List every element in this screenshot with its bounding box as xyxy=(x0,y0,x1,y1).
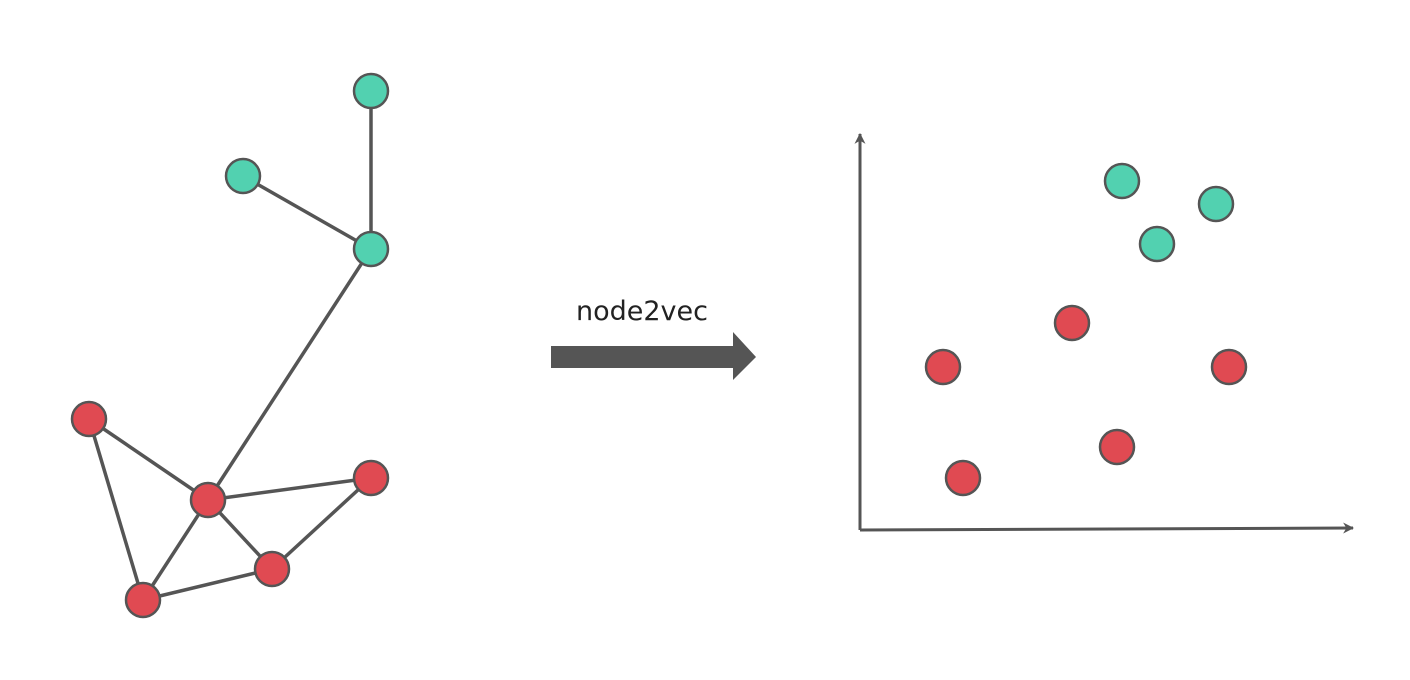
right-arrow-icon xyxy=(551,332,756,380)
embedding-point-b4 xyxy=(1098,428,1136,466)
embedding-point-b5 xyxy=(944,459,982,497)
graph-edge-b1-b2 xyxy=(88,417,209,502)
embedding-points xyxy=(924,162,1248,497)
graph-node-a3 xyxy=(352,230,390,268)
embedding-point-b3 xyxy=(1210,348,1248,386)
graph-edge-a3-b2 xyxy=(206,248,373,501)
embedding-point-a1 xyxy=(1103,162,1141,200)
graph-node-a2 xyxy=(224,157,262,195)
embedding-plot xyxy=(854,132,1355,534)
graph-nodes xyxy=(70,72,390,619)
embedding-point-a3 xyxy=(1138,225,1176,263)
graph-edge-a2-a3 xyxy=(242,174,372,251)
graph-edges xyxy=(87,91,373,602)
graph-edge-b2-b5 xyxy=(141,499,210,601)
transform-arrow: node2vec xyxy=(551,296,756,380)
graph-node-b5 xyxy=(124,581,162,619)
graph-edge-b2-b3 xyxy=(207,476,372,502)
embedding-point-b1 xyxy=(1053,304,1091,342)
graph-node-b4 xyxy=(253,550,291,588)
arrow-label: node2vec xyxy=(576,296,708,327)
graph-edge-b3-b4 xyxy=(270,476,373,571)
graph-node-b2 xyxy=(189,481,227,519)
graph-edge-b1-b5 xyxy=(87,418,145,601)
graph-node-b1 xyxy=(70,400,108,438)
graph-node-b3 xyxy=(352,459,390,497)
graph-node-a1 xyxy=(352,72,390,110)
input-graph xyxy=(70,72,390,619)
graph-edge-b4-b5 xyxy=(142,567,273,602)
embedding-point-a2 xyxy=(1197,185,1235,223)
embedding-point-b2 xyxy=(924,348,962,386)
x-axis xyxy=(859,522,1355,534)
